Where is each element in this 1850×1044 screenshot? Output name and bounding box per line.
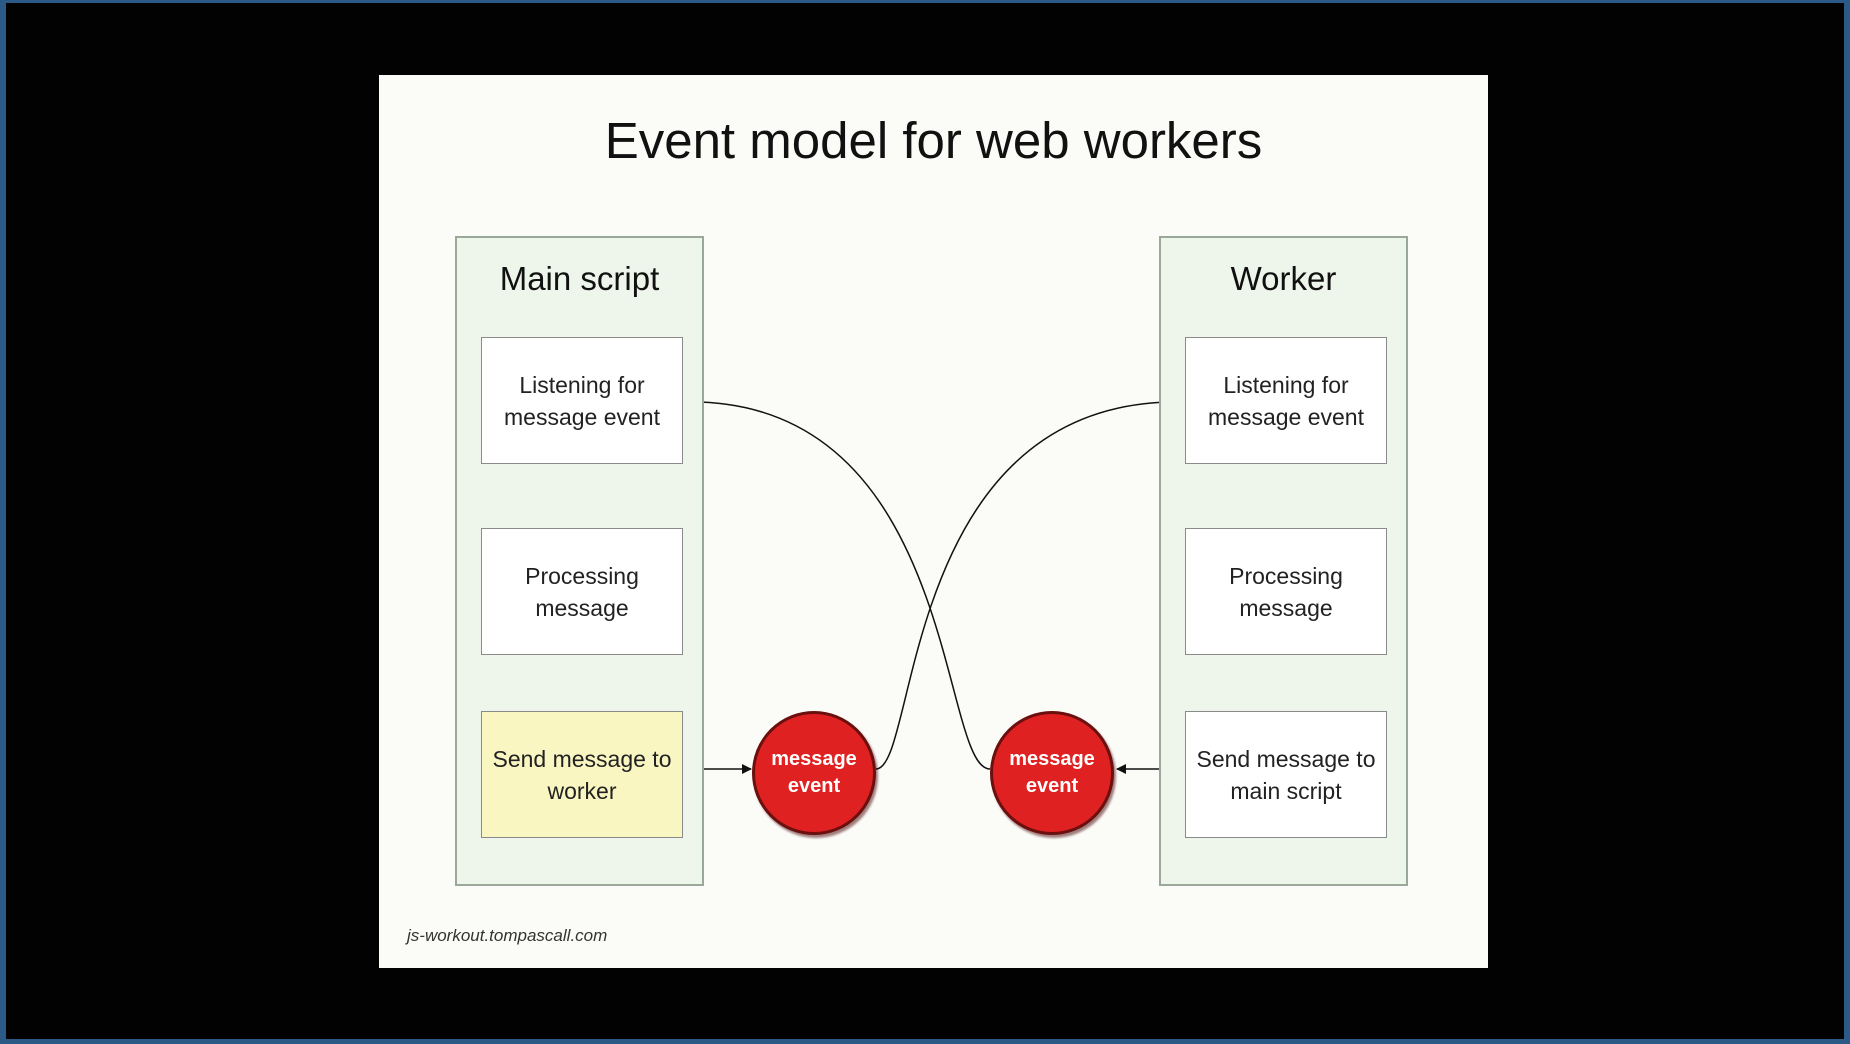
message-event-label-main: message event [771,748,857,797]
arrow-event-to-worker-listener [875,396,1186,770]
main-processing-box: Processing message [481,528,683,655]
arrow-event-to-main-listener [682,396,991,770]
main-processing-label: Processing message [525,562,639,621]
worker-title: Worker [1230,260,1337,297]
main-listening-label: Listening for message event [504,371,660,430]
main-script-title: Main script [499,260,660,297]
worker-listening-label: Listening for message event [1208,371,1364,430]
worker-processing-box: Processing message [1185,528,1387,655]
main-send-box: Send message to worker [481,711,683,838]
main-listening-box: Listening for message event [481,337,683,464]
slide: Event model for web workers Main script [379,75,1488,968]
worker-lane: Worker Listening for message event Proce… [1159,236,1408,886]
slide-footer: js-workout.tompascall.com [407,926,608,945]
message-event-circle-main: message event [752,711,876,835]
worker-processing-label: Processing message [1229,562,1343,621]
message-event-circle-worker: message event [990,711,1114,835]
slide-title: Event model for web workers [604,112,1263,169]
worker-listening-box: Listening for message event [1185,337,1387,464]
message-event-label-worker: message event [1009,748,1095,797]
worker-send-label: Send message to main script [1196,745,1376,804]
main-send-label: Send message to worker [492,745,672,804]
main-script-lane: Main script Listening for message event … [455,236,704,886]
worker-send-box: Send message to main script [1185,711,1387,838]
